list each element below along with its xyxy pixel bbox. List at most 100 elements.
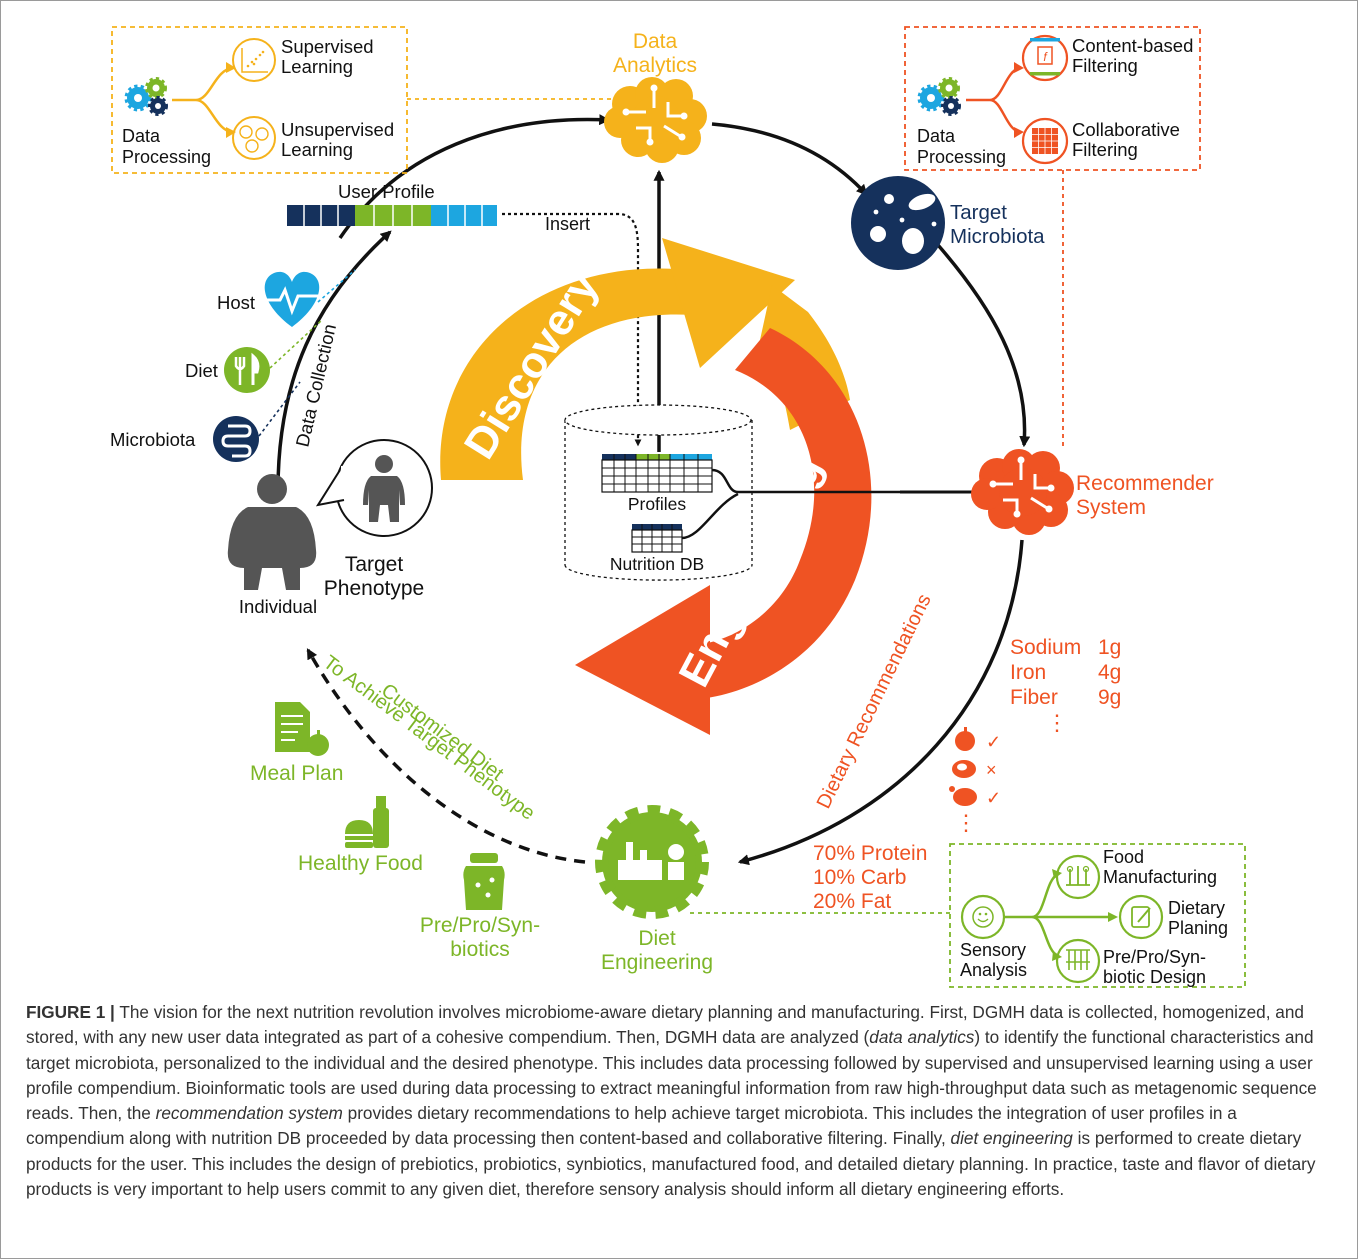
food-mark: ✓ [986,732,1001,752]
user-profile-label: User Profile [338,181,435,202]
microbiota-side-label: Microbiota [110,429,196,450]
database-cylinder [564,404,753,581]
arc-microbiota-to-recommender [936,243,1031,448]
collaborative-grid-icon [1021,117,1069,165]
microbiota-connector [258,381,301,437]
dietary-planing-icon [1118,894,1164,940]
host-connector [317,269,356,303]
nutrition-db-label: Nutrition DB [610,554,704,574]
analytics-branch-arrow [172,66,233,134]
figure-caption: FIGURE 1 | The vision for the next nutri… [26,1000,1332,1202]
arc-recommender-to-diet-engineering [737,539,1024,866]
profiles-table-icon [601,454,713,493]
arc-diet-engineering-to-individual [306,648,586,864]
probiotic-bottle-icon [463,853,505,910]
data-collection-label: Data Collection [291,322,340,449]
clusters-icon [232,116,276,160]
engineering-arrow [575,328,872,735]
intestine-icon [213,416,259,462]
caption-text: The vision for the next nutrition revolu… [26,1002,1304,1048]
caption-text: is performed to create dietary products … [26,1128,1316,1200]
analytics-detail-box [111,26,408,174]
caption-italic: diet engineering [950,1128,1073,1149]
meal-plan-icon [275,702,329,756]
food-mark: ✓ [986,788,1001,808]
diet-engineering-gear-icon [595,805,709,919]
nutrient-name: Iron [1010,661,1046,684]
nutrient-name: Fiber [1010,686,1058,709]
db-to-recommender-arrow [681,468,982,540]
caption-text: provides dietary recommendations to help… [26,1103,1237,1149]
nutrient-ellipsis: ⋮ [1046,710,1068,735]
dietary-recommendations-label: Dietary Recommendations [813,591,936,812]
chicken-icon [949,786,977,806]
recommender-gears-icon [917,77,961,116]
branch-arrowhead-2 [226,127,236,138]
individual-person-icon [227,474,317,590]
nutrient-amount: 1g [1098,636,1121,659]
nutrient-name: Sodium [1010,636,1081,659]
food-manufacturing-icon [1055,854,1101,900]
recommender-branch-arrow [966,66,1021,134]
caption-italic: recommendation system [155,1103,343,1124]
healthy-food-icon [345,796,389,848]
recommender-detail-box [904,26,1201,171]
profiles-label: Profiles [628,494,687,514]
food-mark: × [986,760,997,780]
user-profile-bar [287,205,497,226]
steak-icon [952,760,976,778]
host-label: Host [217,292,255,313]
sensory-smiley-icon [960,894,1006,940]
data-analytics-brain-icon [604,77,707,163]
insert-dotted-arrow [502,212,642,447]
diet-engineering-detail-box [949,843,1246,988]
figure-label: FIGURE 1 | [26,1002,115,1022]
insert-label: Insert [545,214,590,234]
nutrition-db-table-icon [631,524,683,553]
pre-pro-syn-biotics-label: Pre/Pro/Syn-biotics [420,914,540,961]
nutrient-amount: 4g [1098,661,1121,684]
prebiotic-design-label: Pre/Pro/Syn-biotic Design [1103,947,1206,987]
scatter-plot-icon [232,38,276,82]
microbiota-petri-icon [851,176,945,270]
macro-line: 70% Protein [813,842,927,865]
macro-line: 10% Carb [813,866,906,889]
food-ellipsis: ⋮ [955,810,977,835]
to-achieve-label: To Achieve Target Phenotype [319,651,539,824]
cutlery-icon [224,347,270,393]
nutrient-list: Sodium 1g Iron 4g Fiber 9g [1010,636,1121,709]
branch-arrowhead-4 [1014,127,1024,138]
individual-label: Individual [239,596,317,617]
svg-text:f: f [1043,50,1048,64]
branch-arrowhead-1 [226,62,236,73]
caption-text: ) to identify the functional characteris… [26,1027,1317,1124]
heart-icon [264,271,320,327]
recommender-brain-icon [971,449,1074,535]
diet-label: Diet [185,360,218,381]
target-person-icon [363,455,405,522]
caption-italic: data analytics [869,1027,975,1048]
gears-icon [124,77,168,116]
nutrient-amount: 9g [1098,686,1121,709]
arc-individual-to-user-profile [276,230,392,491]
healthy-food-label: Healthy Food [298,852,423,875]
apple-icon [955,727,975,751]
filter-function-icon: f [1021,34,1069,82]
test-tubes-icon [1055,938,1101,984]
macro-line: 20% Fat [813,890,891,913]
branch-arrowhead-6 [1108,912,1118,922]
